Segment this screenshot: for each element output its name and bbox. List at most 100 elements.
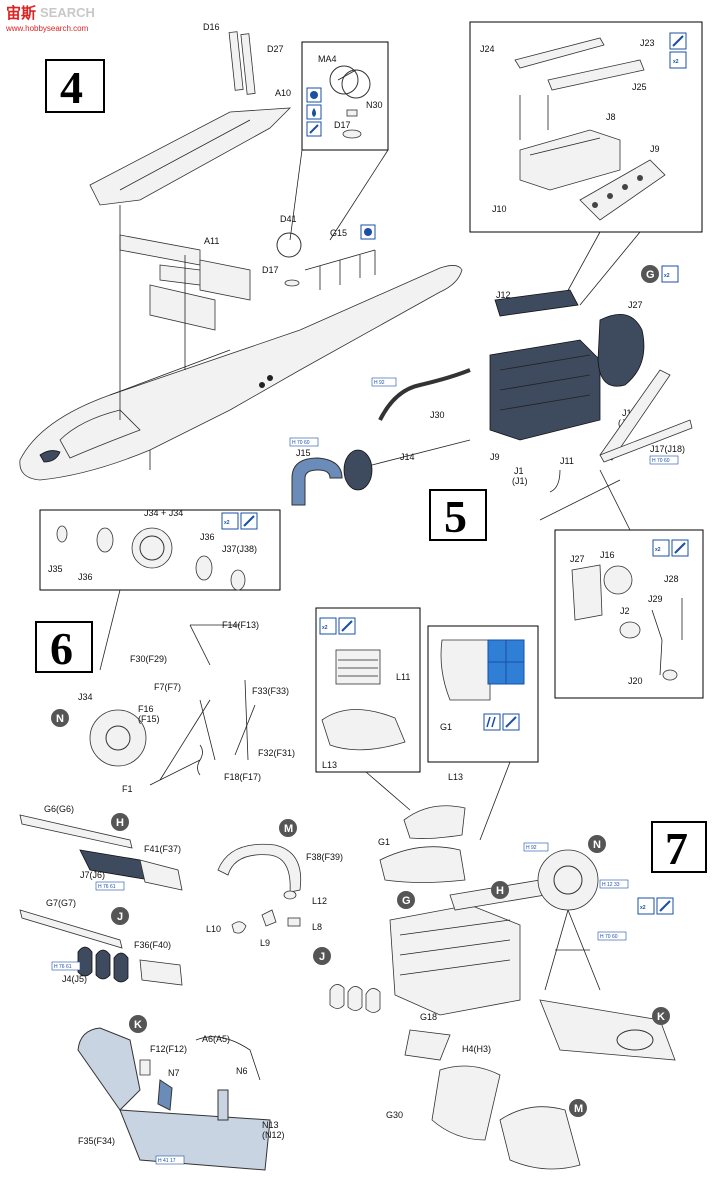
label-f41: F41(F37) xyxy=(144,844,181,854)
marker-k-a: K xyxy=(652,1007,670,1025)
label-d17: D17 xyxy=(262,265,279,275)
part-m-lower xyxy=(499,1106,581,1170)
part-j4 xyxy=(77,946,129,983)
label-j29: J29 xyxy=(648,594,663,604)
label-j2: J2 xyxy=(620,606,630,616)
svg-text:H 12 33: H 12 33 xyxy=(602,882,620,888)
label-f12: F12(F12) xyxy=(150,1044,187,1054)
label-l8: L8 xyxy=(312,922,322,932)
icons-j23: x2 xyxy=(669,32,687,69)
label-j16: J16 xyxy=(600,550,615,560)
marker-g-x2: G x2 xyxy=(641,265,679,283)
label-j20: J20 xyxy=(628,676,643,686)
callout-ma4-right xyxy=(329,149,389,241)
marker-n-a: N xyxy=(51,709,69,727)
inset-g1 xyxy=(427,625,539,763)
landing-gear xyxy=(89,624,256,786)
step-4-number: 4 xyxy=(60,62,83,113)
mult-x2-l11: x2 xyxy=(322,625,328,631)
label-l10: L10 xyxy=(206,924,221,934)
label-n13: N13 xyxy=(262,1120,279,1130)
svg-text:N: N xyxy=(56,713,64,725)
callout-wheel xyxy=(99,589,121,671)
label-j9: J9 xyxy=(490,452,500,462)
svg-text:5: 5 xyxy=(444,491,467,542)
icons-l11: x2 xyxy=(319,617,356,635)
watermark-site: www.hobbysearch.com xyxy=(5,24,89,33)
label-j24: J24 xyxy=(480,44,495,54)
inset-j27-assembly xyxy=(554,529,704,699)
svg-text:J: J xyxy=(117,911,123,923)
label-f33: F33(F33) xyxy=(252,686,289,696)
watermark-cn: 宙斯 xyxy=(6,4,36,22)
step-7-box: 7 xyxy=(651,821,707,874)
step-6-box: 6 xyxy=(35,621,93,674)
label-n7: N7 xyxy=(168,1068,180,1078)
wheel-n xyxy=(537,849,601,991)
label-j8: J8 xyxy=(606,112,616,122)
label-j27-inset: J27 xyxy=(570,554,585,564)
svg-text:H 70 60: H 70 60 xyxy=(600,934,618,940)
part-d41 xyxy=(276,232,302,287)
label-l9: L9 xyxy=(260,938,270,948)
label-d41: D41 xyxy=(280,214,297,224)
mult-x2-step7: x2 xyxy=(640,905,646,911)
label-a6: A6(A5) xyxy=(202,1034,230,1044)
marker-n-b: N xyxy=(588,835,606,853)
label-f14: F14(F13) xyxy=(222,620,259,630)
icons-g1 xyxy=(483,713,520,731)
callout-j27-r xyxy=(599,469,631,531)
svg-text:H 76 61: H 76 61 xyxy=(54,964,72,970)
label-a10: A10 xyxy=(275,88,291,98)
label-g1a: G1 xyxy=(440,722,452,732)
label-h4: H4(H3) xyxy=(462,1044,491,1054)
label-j36a: J36 xyxy=(78,572,93,582)
part-j15 xyxy=(291,457,343,506)
inset-wheel xyxy=(39,509,281,591)
label-j23: J23 xyxy=(640,38,655,48)
step-4-box: 4 xyxy=(45,59,105,113)
part-j14 xyxy=(343,449,373,491)
svg-text:G: G xyxy=(402,895,411,907)
guide-j14 xyxy=(371,439,471,466)
part-g1-cowl xyxy=(379,846,466,883)
mult-x2-wheel: x2 xyxy=(224,520,230,526)
part-g18 xyxy=(404,1029,451,1061)
svg-text:H: H xyxy=(496,885,504,897)
part-f41 xyxy=(139,859,183,891)
label-j17: J17(J18) xyxy=(650,444,685,454)
svg-text:H 76 61: H 76 61 xyxy=(98,884,116,890)
label-j11: J11 xyxy=(560,456,574,466)
label-l12: L12 xyxy=(312,896,327,906)
callout-h7661-a: H 76 61 xyxy=(95,881,125,891)
label-j7: J7(J6) xyxy=(80,870,105,880)
label-n6: N6 xyxy=(236,1066,248,1076)
label-n30: N30 xyxy=(366,100,383,110)
label-d27: D27 xyxy=(267,44,284,54)
svg-text:N: N xyxy=(593,839,601,851)
marker-j-b: J xyxy=(313,947,331,965)
label-j34: J34 xyxy=(78,692,93,702)
label-j15: J15 xyxy=(296,448,311,458)
part-f38 xyxy=(217,843,302,893)
label-l11: L11 xyxy=(396,672,410,682)
callout-g1 xyxy=(479,761,511,841)
part-g6 xyxy=(19,814,133,849)
callout-ma4-left xyxy=(289,149,303,241)
wire-j11 xyxy=(549,469,561,493)
svg-text:M: M xyxy=(284,823,293,835)
svg-text:H 92: H 92 xyxy=(374,380,385,386)
label-l13b: L13 xyxy=(448,772,463,782)
label-f38: F38(F39) xyxy=(306,852,343,862)
callout-inset-right xyxy=(579,231,641,306)
label-f16: F16 xyxy=(138,704,154,714)
svg-text:H 70 60: H 70 60 xyxy=(292,440,310,446)
step-5-box: 5 xyxy=(429,489,487,542)
svg-text:J: J xyxy=(319,951,325,963)
label-g1b: G1 xyxy=(378,837,390,847)
callout-j27-l xyxy=(539,479,621,521)
label-j1a: J1 xyxy=(622,408,632,418)
label-j14: J14 xyxy=(400,452,415,462)
engine-j9 xyxy=(489,289,645,441)
